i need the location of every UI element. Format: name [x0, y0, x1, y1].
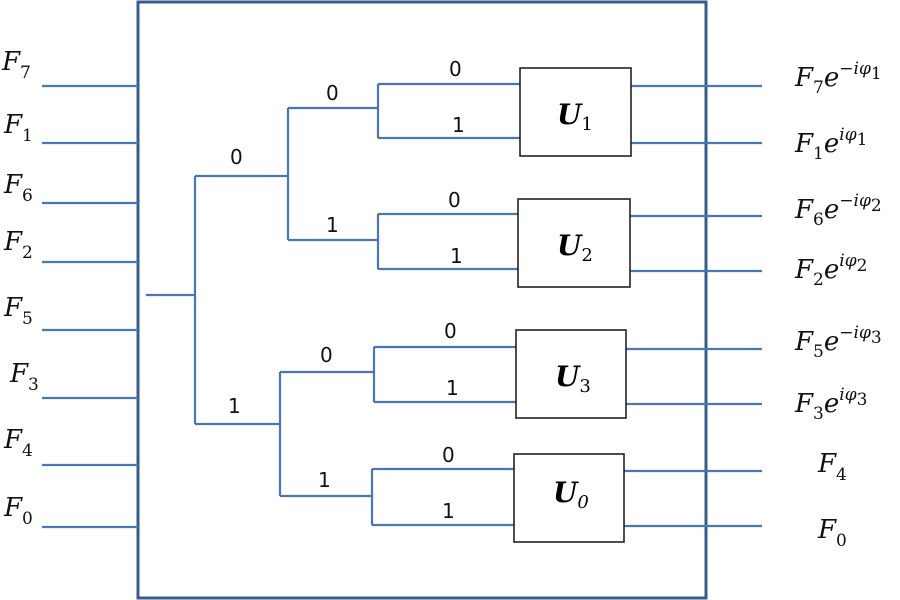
output-label-f6: F6e−iφ2 — [794, 191, 882, 230]
unitary-box-u1 — [519, 67, 632, 157]
outer-frame — [136, 0, 708, 600]
output-label-f7: F7e−iφ1 — [794, 59, 882, 98]
bit-u3-lower: 1 — [446, 376, 459, 400]
bit-u2-lower: 1 — [450, 244, 463, 268]
bit-mid-a-upper: 0 — [326, 81, 339, 105]
unitary-u2: U2 — [517, 198, 631, 288]
bit-root-lower: 1 — [228, 394, 241, 418]
bit-root-upper: 0 — [230, 145, 243, 169]
tree-bit-labels: 0 1 0 1 0 1 0 1 0 1 0 1 0 1 — [228, 57, 465, 523]
unitary-box-u3 — [515, 329, 627, 419]
output-label-f0: F0 — [817, 515, 847, 551]
bit-mid-b-upper: 0 — [320, 343, 333, 367]
input-label-f7: F7 — [1, 47, 31, 83]
unitary-u0: U0 — [513, 453, 625, 543]
input-label-f2: F2 — [3, 227, 33, 263]
bit-mid-b-lower: 1 — [318, 468, 331, 492]
output-label-f4: F4 — [817, 449, 847, 485]
input-label-f4: F4 — [3, 425, 33, 461]
bit-mid-a-lower: 1 — [326, 213, 339, 237]
bit-u2-upper: 0 — [448, 188, 461, 212]
input-label-f6: F6 — [3, 170, 33, 206]
output-label-f3: F3eiφ3 — [794, 385, 867, 424]
unitary-box-u0 — [513, 453, 625, 543]
unitary-label-u3: U3 — [555, 360, 591, 397]
bit-u1-lower: 1 — [452, 113, 465, 137]
unitary-label-u1: U1 — [557, 98, 593, 135]
unitary-label-u0: U0 — [553, 476, 589, 513]
input-label-f5: F5 — [3, 293, 33, 329]
unitary-label-u2: U2 — [557, 229, 593, 266]
output-label-f2: F2eiφ2 — [794, 251, 867, 290]
input-label-f1: F1 — [3, 110, 33, 146]
unitary-u3: U3 — [515, 329, 627, 419]
input-labels: F7 F1 F6 F2 F5 F3 F4 F0 — [1, 47, 39, 529]
output-labels: F7e−iφ1 F1eiφ1 F6e−iφ2 F2eiφ2 F5e−iφ3 F3… — [794, 59, 882, 551]
binary-tree — [146, 82, 520, 527]
output-wires — [624, 84, 762, 528]
unitary-u1: U1 — [519, 67, 632, 157]
bit-u0-lower: 1 — [442, 499, 455, 523]
input-wires — [42, 84, 138, 529]
output-label-f5: F5e−iφ3 — [794, 323, 882, 362]
output-label-f1: F1eiφ1 — [794, 125, 867, 164]
bit-u3-upper: 0 — [444, 319, 457, 343]
bit-u0-upper: 0 — [442, 443, 455, 467]
unitary-box-u2 — [517, 198, 631, 288]
input-label-f3: F3 — [9, 359, 39, 395]
bit-u1-upper: 0 — [449, 57, 462, 81]
input-label-f0: F0 — [3, 493, 33, 529]
